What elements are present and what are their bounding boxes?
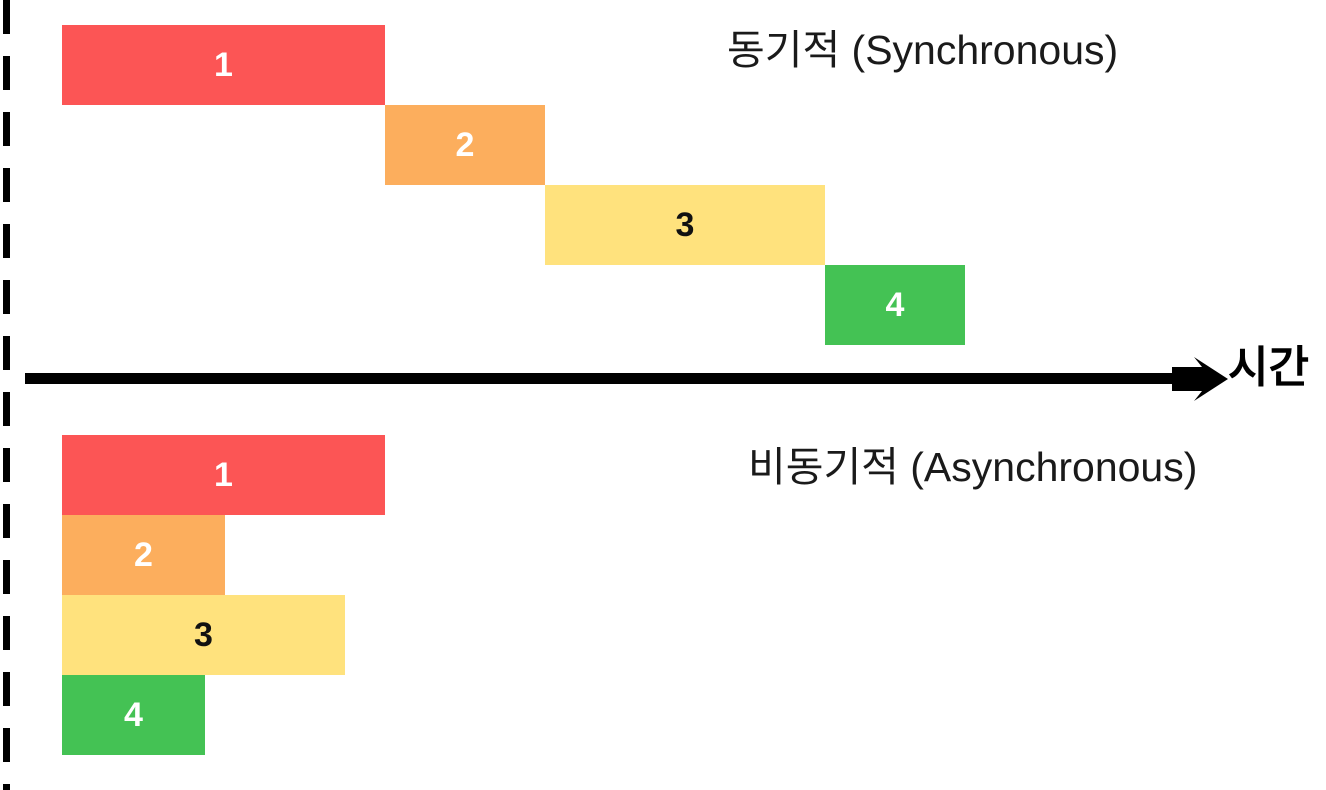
task-bar-label: 3 xyxy=(675,206,695,244)
task-bar-label: 1 xyxy=(214,46,233,84)
task-bar-synchronous-4: 4 xyxy=(825,265,965,345)
section-title-asynchronous: 비동기적 (Asynchronous) xyxy=(748,444,1198,490)
time-axis-line xyxy=(25,373,1200,384)
task-bar-asynchronous-1: 1 xyxy=(62,435,385,515)
task-bar-label: 1 xyxy=(214,456,233,494)
time-axis-label: 시간 xyxy=(1228,343,1309,392)
task-bar-asynchronous-3: 3 xyxy=(62,595,345,675)
task-bar-label: 3 xyxy=(194,616,213,654)
task-bar-label: 4 xyxy=(124,696,143,734)
slide-edge-dashed-rule xyxy=(3,0,10,790)
task-bar-asynchronous-4: 4 xyxy=(62,675,205,755)
task-bar-label: 4 xyxy=(885,286,905,324)
arrow-right-icon xyxy=(1172,357,1228,401)
task-bar-label: 2 xyxy=(134,536,153,574)
task-bar-label: 2 xyxy=(455,126,475,164)
section-title-synchronous: 동기적 (Synchronous) xyxy=(727,27,1119,73)
task-bar-synchronous-2: 2 xyxy=(385,105,545,185)
task-bar-synchronous-1: 1 xyxy=(62,25,385,105)
task-bar-asynchronous-2: 2 xyxy=(62,515,225,595)
task-bar-synchronous-3: 3 xyxy=(545,185,825,265)
